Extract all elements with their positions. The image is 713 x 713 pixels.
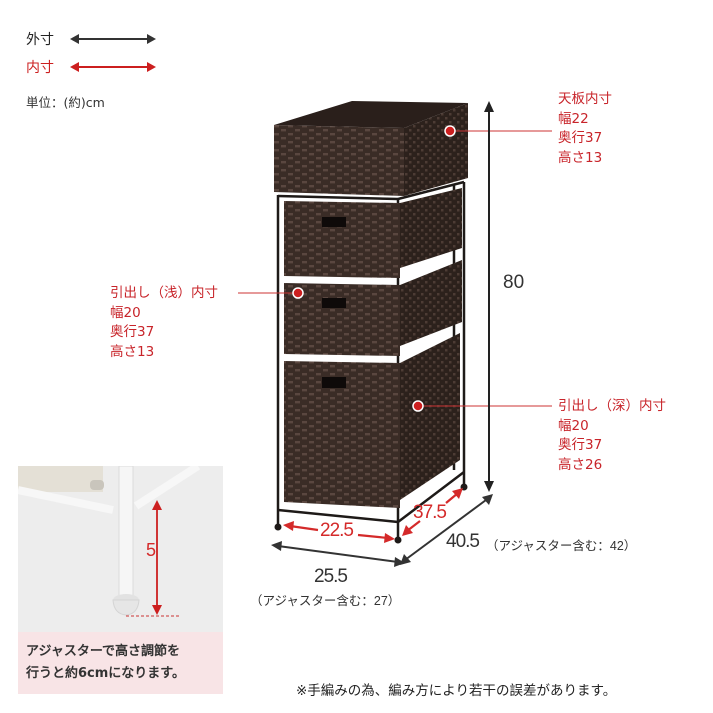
top-basket (274, 101, 468, 196)
top-board-title: 天板内寸 (558, 91, 612, 107)
outer-depth-note: （アジャスター含む：42） (486, 539, 637, 553)
height-arrow (484, 101, 494, 492)
deep-drawer-height: 高さ26 (558, 456, 603, 473)
shallow-drawer-height: 高さ13 (110, 343, 155, 360)
legend-inner: 内寸 (26, 57, 156, 77)
deep-drawer-width: 幅20 (558, 417, 589, 434)
total-height-value: 80 (503, 272, 525, 293)
outer-width-note: （アジャスター含む：27） (250, 594, 401, 608)
top-board-height: 高さ13 (558, 149, 603, 166)
outer-width-value: 25.5 (314, 566, 348, 587)
top-board-dimensions: 天板内寸 幅22 奥行37 高さ13 (558, 90, 612, 168)
shallow-drawer-width: 幅20 (110, 304, 141, 321)
drawer-deep (284, 333, 460, 508)
deep-drawer-depth: 奥行37 (558, 437, 603, 453)
drawer-shallow-2 (284, 260, 462, 356)
top-board-depth: 奥行37 (558, 130, 603, 146)
outer-width-arrow (271, 541, 405, 567)
callout-deep (412, 400, 552, 412)
unit-label: 単位：(約)cm (26, 95, 105, 110)
adjuster-caption-line2: 行うと約6cmになります。 (26, 666, 185, 681)
legend-inner-label: 内寸 (26, 60, 54, 76)
top-board-width: 幅22 (558, 110, 589, 127)
legend-outer: 外寸 (26, 29, 156, 49)
deep-drawer-dimensions: 引出し（深）内寸 幅20 奥行37 高さ26 (558, 397, 666, 475)
outer-depth-value: 40.5 (446, 531, 480, 552)
callout-shallow (238, 287, 304, 299)
inner-depth-arrow (402, 488, 463, 536)
double-arrow-black-icon (70, 34, 156, 44)
adjuster-height-value: 5 (146, 540, 157, 560)
adjuster-caption: アジャスターで高さ調節を 行うと約6cmになります。 (18, 632, 223, 694)
adjuster-inset: 5 アジャスターで高さ調節を 行うと約6cmになります。 (18, 466, 223, 694)
adjuster-caption-line1: アジャスターで高さ調節を (26, 644, 181, 659)
deep-drawer-title: 引出し（深）内寸 (558, 398, 666, 414)
legend-outer-label: 外寸 (26, 32, 54, 48)
adjuster-leg-illustration (18, 466, 223, 636)
inner-depth-value: 37.5 (413, 502, 447, 523)
handmade-footnote: ※手編みの為、編み方により若干の誤差があります。 (296, 683, 617, 699)
shallow-drawer-depth: 奥行37 (110, 324, 155, 340)
drawer-shallow-1 (284, 188, 462, 278)
outer-depth-arrow (400, 494, 493, 565)
inner-width-value: 22.5 (320, 520, 354, 541)
inner-width-arrow (283, 521, 395, 543)
shallow-drawer-title: 引出し（浅）内寸 (110, 285, 218, 301)
callout-top (444, 125, 552, 137)
shallow-drawer-dimensions: 引出し（浅）内寸 幅20 奥行37 高さ13 (110, 284, 218, 362)
double-arrow-red-icon (70, 62, 156, 72)
